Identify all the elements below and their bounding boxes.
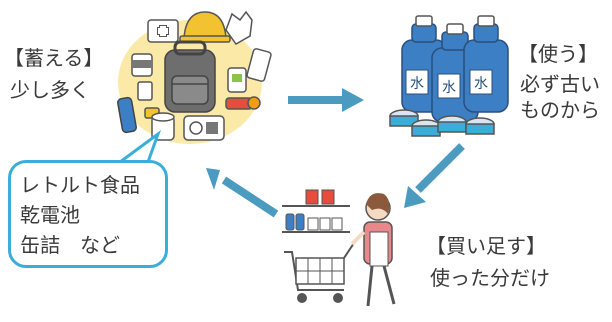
callout-line-retort-food: レトルト食品: [20, 173, 140, 197]
water-and-cans-illustration: 水 水 水: [389, 15, 509, 137]
canned-food-icon: [465, 117, 495, 135]
callout-text: レトルト食品 乾電池 缶詰 など: [20, 170, 140, 260]
arrow-buy-to-store: [206, 168, 279, 218]
canned-food-icon: [411, 119, 441, 137]
backpack-icon: [164, 40, 216, 113]
callout-line-batteries: 乾電池: [20, 203, 80, 227]
canned-food-icon: [389, 109, 419, 127]
buy-stage-title: 【買い足す】: [426, 234, 546, 258]
water-bottle-label: 水: [474, 76, 488, 92]
callout-box: [8, 160, 168, 268]
water-bottle-label: 水: [442, 80, 456, 96]
stockpile-illustration: [117, 10, 272, 144]
helmet-icon: [179, 11, 231, 43]
cycle-arrows: [206, 88, 465, 218]
callout-tail: [115, 129, 162, 164]
store-stage-description: 少し多く: [10, 78, 90, 102]
buy-stage-description: 使った分だけ: [430, 266, 550, 290]
medicine-bottle-icon: [137, 81, 153, 101]
arrow-use-to-buy: [404, 143, 465, 208]
water-bottle-icon: [463, 15, 509, 113]
shopping-cart-icon: [284, 239, 357, 303]
smartphone-icon: [246, 48, 272, 82]
radio-icon: [183, 115, 225, 141]
gloves-icon: [225, 10, 253, 45]
use-stage-description-line2: ものから: [520, 98, 600, 122]
canned-food-icon: [437, 115, 467, 133]
flashlight-icon: [225, 96, 261, 110]
callout-line-cans: 缶詰 など: [20, 233, 120, 257]
handheld-radio-icon: [227, 67, 247, 93]
shopping-illustration: [282, 189, 396, 307]
arrow-store-to-use: [288, 88, 364, 112]
use-stage-description-line1: 必ず古い: [520, 72, 600, 96]
store-shelf-icon: [282, 189, 350, 233]
water-bottle-label: 水: [410, 76, 424, 92]
food-jar-icon: [131, 53, 153, 77]
shopper-woman-icon: [350, 193, 396, 307]
store-stage-title: 【蓄える】: [4, 46, 104, 70]
first-aid-box-icon: [147, 19, 179, 43]
use-stage-title: 【使う】: [518, 42, 598, 66]
water-bottle-small-icon: [117, 96, 137, 134]
